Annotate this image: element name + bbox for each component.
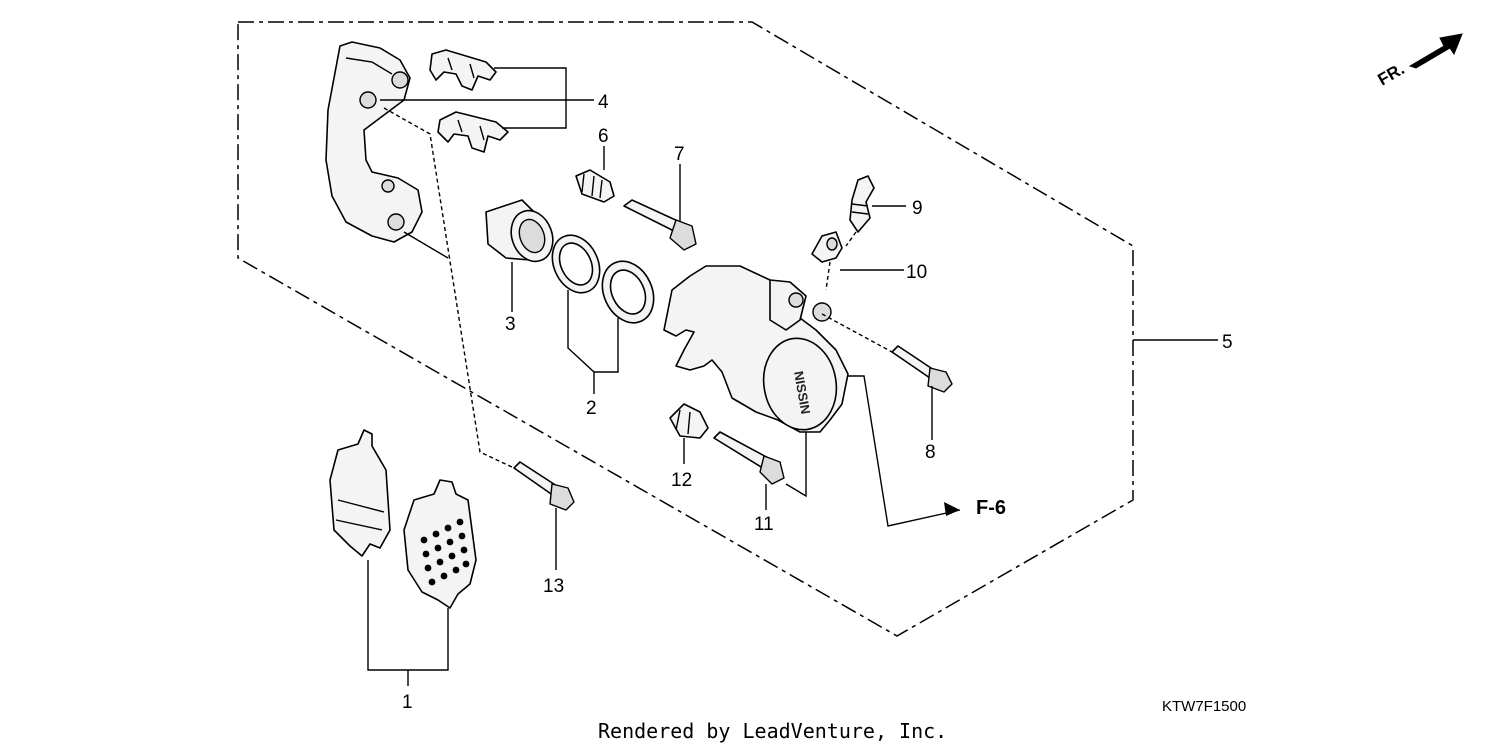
callout-9: 9 — [912, 198, 923, 219]
pin-bolt-upper — [623, 199, 697, 251]
callout-11: 11 — [754, 514, 774, 535]
pin-boot-upper — [575, 169, 615, 203]
pin-bolt-lower — [713, 431, 785, 485]
direction-arrow-icon — [1408, 33, 1463, 69]
callout-2: 2 — [586, 398, 597, 419]
dust-seal — [601, 260, 655, 324]
pin-boot-lower — [669, 403, 709, 439]
callout-4: 4 — [598, 92, 609, 113]
callout-5: 5 — [1222, 332, 1233, 353]
piston-seal — [551, 234, 601, 294]
bleed-screw — [849, 175, 875, 233]
caliper-brand-label: NISSIN — [791, 370, 813, 415]
pad-friction-holes — [420, 518, 470, 586]
callout-10: 10 — [906, 262, 927, 283]
render-credit: Rendered by LeadVenture, Inc. — [598, 719, 947, 743]
mounting-bolt — [513, 461, 575, 511]
bleed-cap — [811, 231, 843, 263]
diagram-code: KTW7F1500 — [1162, 698, 1246, 715]
callout-1: 1 — [402, 692, 413, 713]
bracket-bolt — [891, 345, 953, 393]
leader-lines — [367, 67, 1218, 686]
caliper-body: NISSIN — [663, 265, 849, 433]
brake-pad-outer — [329, 429, 391, 557]
piston — [485, 199, 554, 263]
callout-6: 6 — [598, 126, 609, 147]
caliper-bracket — [325, 41, 423, 243]
callout-8: 8 — [925, 442, 936, 463]
pad-spring-lower — [437, 111, 509, 153]
reference-label: F-6 — [976, 497, 1006, 519]
callout-13: 13 — [543, 576, 564, 597]
callout-7: 7 — [674, 144, 685, 165]
assembly-boundary — [237, 21, 1134, 637]
callout-3: 3 — [505, 314, 516, 335]
brake-pad-inner — [403, 479, 477, 609]
front-direction-indicator: FR. — [1375, 33, 1463, 89]
pad-spring-upper — [429, 49, 497, 91]
direction-label: FR. — [1375, 59, 1408, 89]
callout-12: 12 — [671, 470, 692, 491]
